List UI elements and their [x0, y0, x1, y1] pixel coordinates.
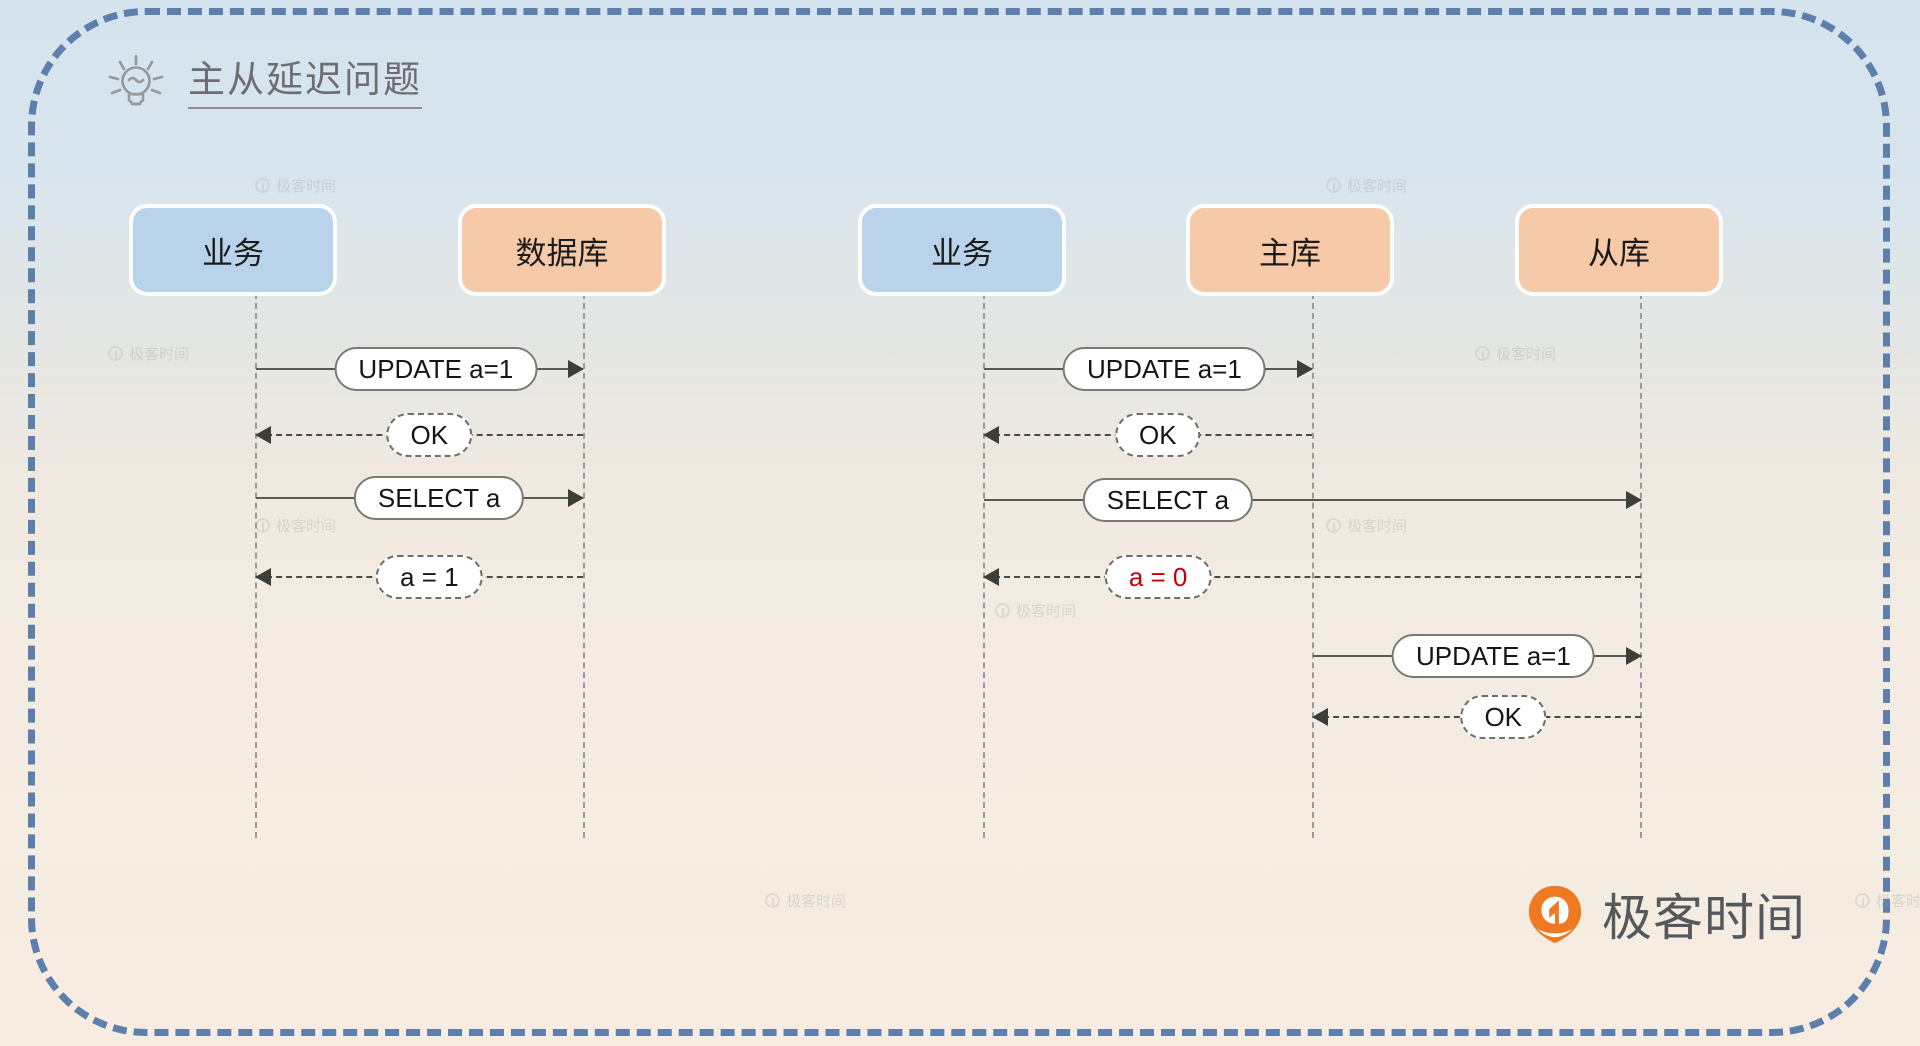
watermark-logo-icon	[108, 346, 123, 361]
brand-name: 极客时间	[1602, 890, 1806, 946]
watermark-text: 极客时间	[786, 893, 847, 910]
message-label-r5: UPDATE a=1	[1391, 634, 1595, 678]
message-r2[interactable]: OK	[983, 413, 1312, 457]
message-label-r2: OK	[1115, 413, 1201, 457]
watermark-text: 极客时间	[1347, 178, 1408, 195]
message-r6[interactable]: OK	[1312, 695, 1641, 739]
watermark-text: 极客时间	[1496, 346, 1557, 363]
message-l3[interactable]: SELECT a	[256, 476, 584, 520]
watermark-text: 极客时间	[1876, 893, 1920, 910]
arrowhead-right-icon	[1626, 491, 1642, 509]
arrowhead-left-icon	[1312, 708, 1328, 726]
geektime-logo-icon	[1528, 885, 1582, 944]
page-title: 主从延迟问题	[188, 59, 422, 109]
arrowhead-right-icon	[568, 489, 584, 507]
lightbulb-icon	[108, 54, 164, 106]
message-l4[interactable]: a = 1	[255, 555, 583, 599]
actor-right-service[interactable]: 业务	[862, 208, 1062, 292]
lifeline-right-master	[1312, 293, 1314, 838]
watermark-text: 极客时间	[276, 178, 337, 195]
message-label-l4: a = 1	[376, 555, 483, 599]
watermark-logo-icon	[255, 178, 270, 193]
watermark-text: 极客时间	[129, 346, 190, 363]
lifeline-right-service	[983, 293, 985, 838]
lifeline-left-service	[255, 293, 257, 838]
actor-left-db[interactable]: 数据库	[462, 208, 662, 292]
message-label-l2: OK	[386, 413, 473, 457]
actor-left-service[interactable]: 业务	[133, 208, 333, 292]
actor-label: 从库	[1588, 235, 1650, 271]
actor-label: 数据库	[515, 235, 609, 271]
arrowhead-right-icon	[568, 360, 584, 378]
watermark-logo-icon	[1475, 346, 1490, 361]
watermark-logo-icon	[1855, 893, 1870, 908]
lifeline-right-slave	[1640, 293, 1642, 838]
watermark-logo-icon	[255, 518, 270, 533]
brand-logo: 极客时间	[1524, 878, 1806, 950]
message-line	[984, 576, 1641, 578]
actor-right-master[interactable]: 主库	[1190, 208, 1390, 292]
message-line	[984, 499, 1641, 501]
watermark-text: 极客时间	[1016, 603, 1077, 620]
lifeline-left-db	[583, 293, 585, 838]
message-r5[interactable]: UPDATE a=1	[1313, 634, 1642, 678]
arrowhead-left-icon	[255, 426, 271, 444]
message-label-r6: OK	[1460, 695, 1547, 739]
message-l2[interactable]: OK	[255, 413, 583, 457]
message-label-l1: UPDATE a=1	[334, 347, 538, 391]
arrowhead-right-icon	[1626, 647, 1642, 665]
watermark: 极客时间	[1326, 175, 1407, 196]
message-label-l3: SELECT a	[353, 476, 525, 520]
watermark: 极客时间	[995, 600, 1076, 621]
message-r1[interactable]: UPDATE a=1	[984, 347, 1313, 391]
watermark-logo-icon	[765, 893, 780, 908]
actor-label: 主库	[1259, 235, 1321, 271]
message-label-r4: a = 0	[1104, 555, 1212, 599]
watermark: 极客时间	[765, 890, 846, 911]
message-l1[interactable]: UPDATE a=1	[256, 347, 584, 391]
arrowhead-left-icon	[983, 568, 999, 586]
arrowhead-right-icon	[1297, 360, 1313, 378]
watermark-logo-icon	[1326, 178, 1341, 193]
actor-label: 业务	[202, 235, 264, 271]
actor-label: 业务	[931, 235, 993, 271]
watermark: 极客时间	[108, 343, 189, 364]
arrowhead-left-icon	[983, 426, 999, 444]
watermark: 极客时间	[255, 175, 336, 196]
watermark-logo-icon	[995, 603, 1010, 618]
message-r4[interactable]: a = 0	[983, 555, 1641, 599]
message-r3[interactable]: SELECT a	[984, 478, 1642, 522]
actor-right-slave[interactable]: 从库	[1519, 208, 1719, 292]
message-label-r1: UPDATE a=1	[1062, 347, 1266, 391]
arrowhead-left-icon	[255, 568, 271, 586]
watermark: 极客时间	[1855, 890, 1920, 911]
message-label-r3: SELECT a	[1082, 478, 1254, 522]
watermark: 极客时间	[1475, 343, 1556, 364]
header: 主从延迟问题	[104, 52, 422, 116]
